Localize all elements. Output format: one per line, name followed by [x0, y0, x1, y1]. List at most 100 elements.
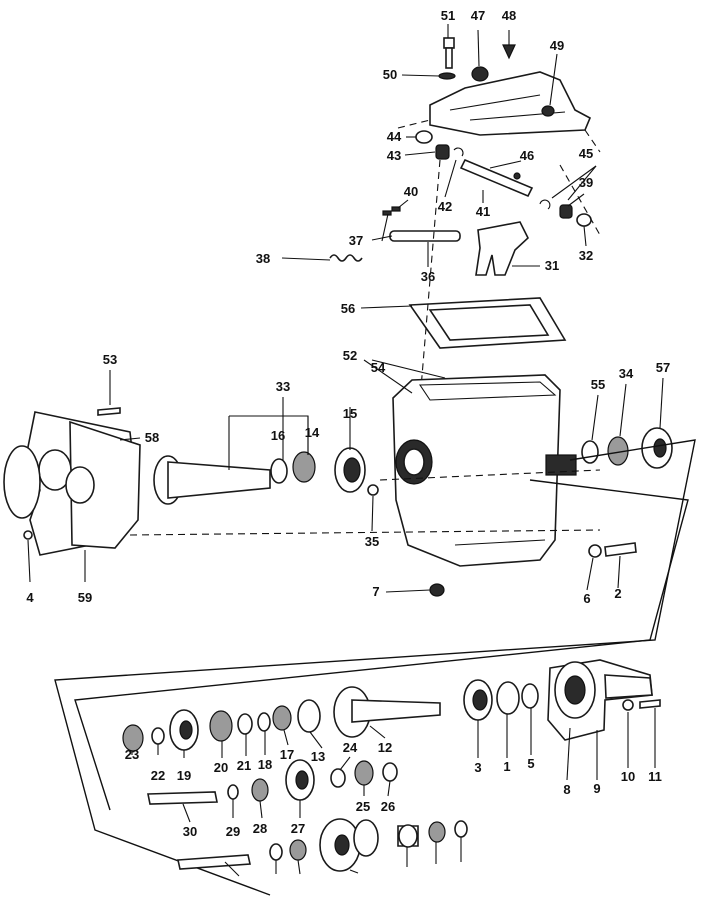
callout-23: 23 [125, 747, 139, 762]
callout-38: 38 [256, 251, 270, 266]
part-9-ring [297, 699, 321, 733]
part-19-washer [382, 762, 398, 782]
callout-45: 45 [579, 146, 593, 161]
callout-28: 28 [253, 821, 267, 836]
part-20-bearing-b [354, 760, 374, 786]
callout-30: 30 [183, 824, 197, 839]
callout-54: 54 [371, 360, 386, 375]
callout-58: 58 [145, 430, 159, 445]
callout-59: 59 [78, 590, 92, 605]
callout-40: 40 [404, 184, 418, 199]
callout-15: 15 [343, 406, 357, 421]
callout-41: 41 [476, 204, 490, 219]
part-4-washer [588, 544, 602, 558]
part-24-shaft [147, 791, 218, 805]
callout-4: 4 [26, 590, 34, 605]
part-20-bearing [251, 778, 269, 802]
callout-1: 1 [503, 759, 510, 774]
callout-32: 32 [579, 248, 593, 263]
callout-44: 44 [387, 129, 402, 144]
part-25-washer [454, 820, 468, 838]
part-44-washer [415, 130, 433, 144]
part-58-gasket [69, 420, 141, 549]
input-shaft-group [3, 407, 601, 556]
part-49-shift-cover [429, 71, 592, 136]
callout-43: 43 [387, 148, 401, 163]
part-39-rod [389, 230, 461, 242]
callout-53: 53 [103, 352, 117, 367]
callout-25: 25 [356, 799, 370, 814]
callout-47: 47 [471, 8, 485, 23]
callout-49: 49 [550, 38, 564, 53]
countershaft-group [147, 759, 468, 872]
shifter-cover-group [281, 37, 601, 401]
part-48-plug [502, 44, 516, 60]
callout-20: 20 [214, 760, 228, 775]
callout-22: 22 [151, 768, 165, 783]
callout-7: 7 [372, 584, 379, 599]
callout-34: 34 [619, 366, 634, 381]
transmission-case [334, 374, 673, 597]
callout-10: 10 [621, 769, 635, 784]
mainshaft-group [122, 686, 441, 752]
callout-42: 42 [438, 199, 452, 214]
part-16-washer [581, 440, 599, 464]
callout-50: 50 [383, 67, 397, 82]
part-31-case [392, 374, 561, 567]
callout-37: 37 [349, 233, 363, 248]
assembly-frame-lines [54, 439, 696, 896]
callout-5: 5 [527, 756, 534, 771]
callout-17: 17 [280, 747, 294, 762]
part-38-shift-fork [475, 221, 529, 276]
part-59-bolt [604, 542, 637, 557]
callout-24: 24 [343, 740, 358, 755]
callout-18: 18 [258, 757, 272, 772]
callout-51: 51 [441, 8, 455, 23]
part-26-bearing-b [428, 821, 446, 843]
leader-lines [27, 24, 664, 877]
part-57 [23, 530, 33, 540]
part-53-bearing [292, 451, 316, 483]
part-12-washer [237, 713, 253, 735]
part-26-bearing [289, 839, 307, 861]
part-51-bolt-shank [445, 47, 453, 69]
callout-9: 9 [593, 781, 600, 796]
part-23-washer [227, 784, 239, 800]
callout-6: 6 [583, 591, 590, 606]
part-13-gear [209, 710, 233, 742]
callout-27: 27 [291, 821, 305, 836]
callout-56: 56 [341, 301, 355, 316]
callout-11: 11 [648, 769, 662, 784]
part-50-washer [438, 72, 456, 80]
callout-14: 14 [305, 425, 320, 440]
part-14-bearing-b [122, 724, 144, 752]
callout-16: 16 [271, 428, 285, 443]
callout-46: 46 [520, 148, 534, 163]
callout-35: 35 [365, 534, 379, 549]
callout-52: 52 [343, 348, 357, 363]
callout-57: 57 [656, 360, 670, 375]
part-34-ball [367, 484, 379, 496]
callout-2: 2 [614, 586, 621, 601]
callout-39: 39 [579, 175, 593, 190]
part-2-seal [521, 683, 539, 709]
part-5-bolt [639, 699, 661, 709]
callout-33: 33 [276, 379, 290, 394]
part-30-shaft [177, 854, 251, 870]
part-11-washer [257, 712, 271, 732]
part-52-shaft [167, 461, 271, 499]
callout-55: 55 [591, 377, 605, 392]
part-6-ring [496, 681, 520, 715]
part-54-ring [270, 458, 288, 484]
callout-36: 36 [421, 269, 435, 284]
part-35-plug [429, 583, 445, 597]
part-37-spring [329, 254, 363, 262]
callout-13: 13 [311, 749, 325, 764]
part-47-nut [471, 66, 489, 82]
callout-48: 48 [502, 8, 516, 23]
part-46-pin [513, 172, 521, 180]
callout-21: 21 [237, 758, 251, 773]
part-42-shift-rail [459, 158, 534, 198]
